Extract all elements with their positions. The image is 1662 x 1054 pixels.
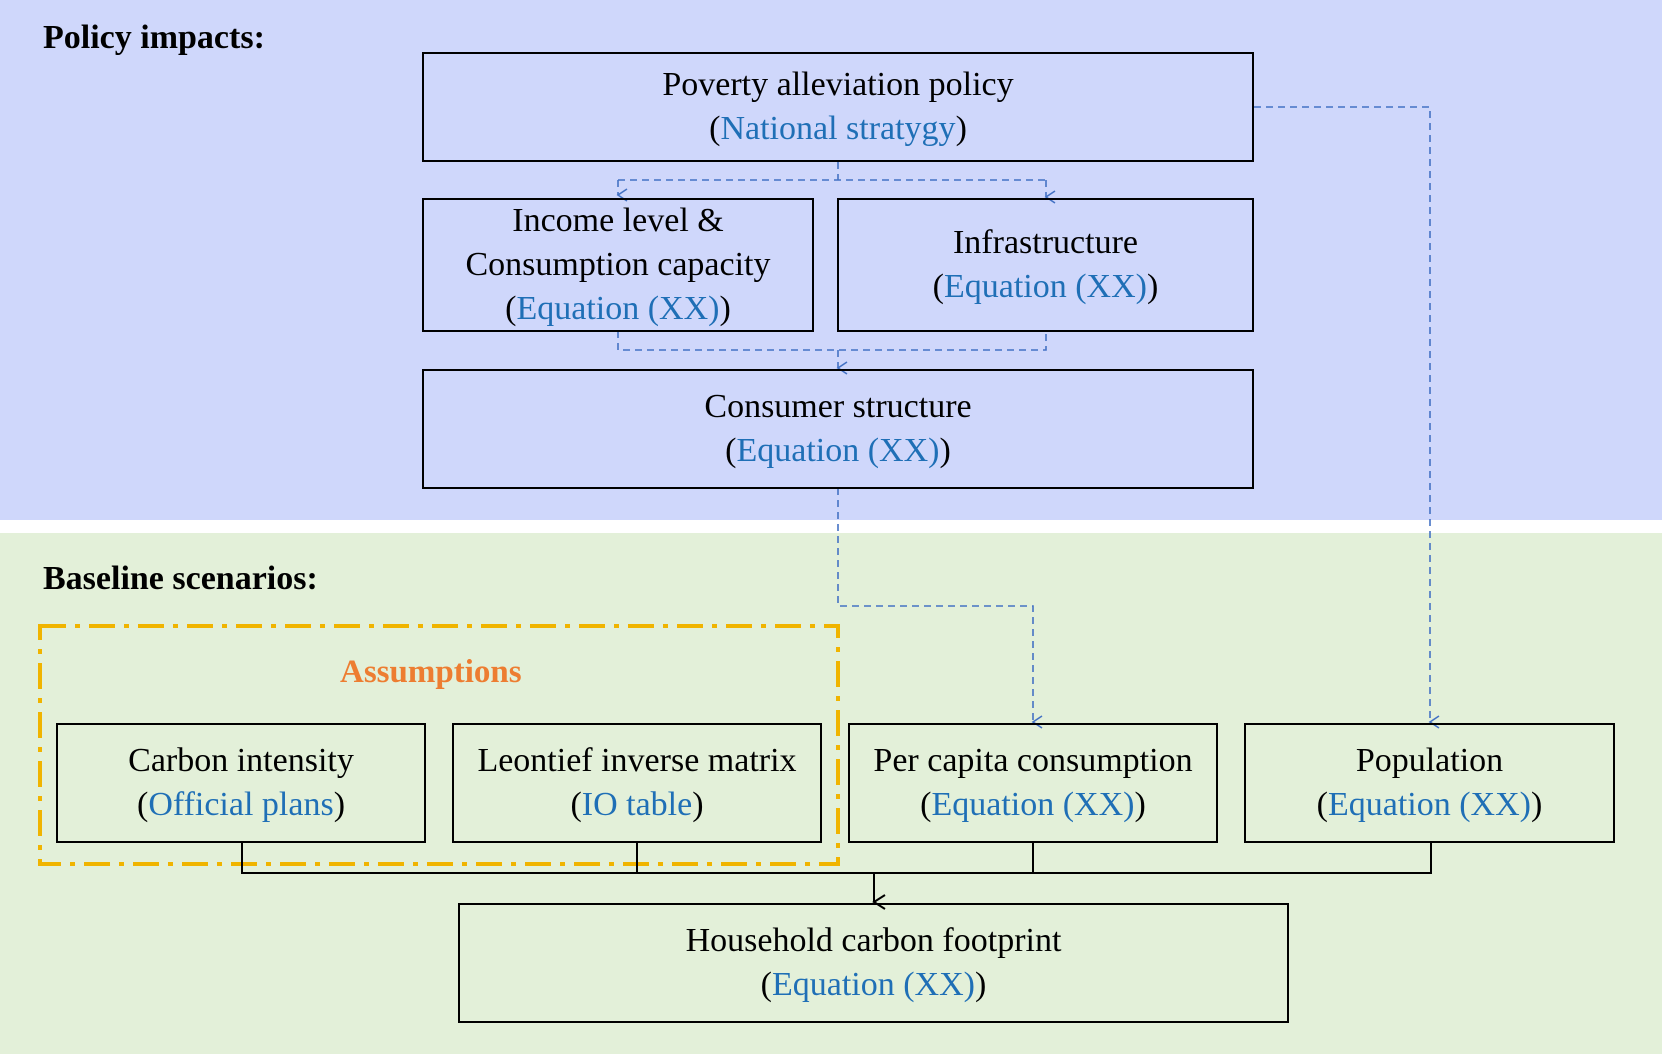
node-population: Population (Equation (XX)) xyxy=(1244,723,1615,843)
node-poverty-alleviation-policy: Poverty alleviation policy (National str… xyxy=(422,52,1254,162)
baseline-scenarios-title: Baseline scenarios: xyxy=(43,560,318,597)
node-source-text: National stratygy xyxy=(720,110,956,147)
node-source: (National stratygy) xyxy=(709,110,967,147)
node-source-text: IO table xyxy=(581,786,693,823)
node-source: (Equation (XX)) xyxy=(760,966,987,1003)
node-leontief-inverse-matrix: Leontief inverse matrix (IO table) xyxy=(452,723,822,843)
node-title: Carbon intensity xyxy=(128,742,354,779)
node-infrastructure: Infrastructure (Equation (XX)) xyxy=(837,198,1254,332)
node-source: (Official plans) xyxy=(136,786,346,823)
node-title: Per capita consumption xyxy=(873,742,1193,779)
node-source-text: Equation (XX) xyxy=(943,268,1147,305)
node-source: (IO table) xyxy=(570,786,704,823)
node-title: Leontief inverse matrix xyxy=(477,742,797,779)
node-consumer-structure: Consumer structure (Equation (XX)) xyxy=(422,369,1254,489)
node-title-line2: Consumption capacity xyxy=(465,246,771,283)
solid-merge-to-household-footprint xyxy=(241,842,1432,910)
node-title: Household carbon footprint xyxy=(685,922,1062,959)
node-source: (Equation (XX)) xyxy=(920,786,1146,823)
node-title: Infrastructure xyxy=(952,224,1138,261)
node-per-capita-consumption: Per capita consumption (Equation (XX)) xyxy=(848,723,1218,843)
node-title: Consumer structure xyxy=(704,388,972,425)
node-source: (Equation (XX)) xyxy=(1316,786,1543,823)
node-source-text: Equation (XX) xyxy=(771,966,975,1003)
node-source-text: Equation (XX) xyxy=(736,432,940,469)
node-title: Poverty alleviation policy xyxy=(662,66,1014,103)
node-source: (Equation (XX)) xyxy=(725,432,951,469)
assumptions-frame xyxy=(38,624,840,866)
dashed-arrow-consumer-to-per-capita xyxy=(837,488,1043,729)
node-source-text: Equation (XX) xyxy=(1327,786,1531,823)
node-income-consumption-capacity: Income level & Consumption capacity (Equ… xyxy=(422,198,814,332)
node-source: (Equation (XX)) xyxy=(505,290,731,327)
dashed-arrow-poverty-to-population xyxy=(1254,106,1440,729)
dashed-arrow-poverty-to-income-infrastructure xyxy=(616,162,1056,204)
baseline-scenarios-band xyxy=(0,533,1662,1054)
policy-impacts-title: Policy impacts: xyxy=(43,19,265,56)
dashed-arrow-income-infrastructure-to-consumer xyxy=(617,331,1047,375)
node-household-carbon-footprint: Household carbon footprint (Equation (XX… xyxy=(458,903,1289,1023)
node-source-text: Official plans xyxy=(148,786,334,823)
node-carbon-intensity: Carbon intensity (Official plans) xyxy=(56,723,426,843)
node-source: (Equation (XX)) xyxy=(932,268,1159,305)
node-title: Population xyxy=(1355,742,1504,779)
node-title-line1: Income level & xyxy=(512,202,724,239)
assumptions-label: Assumptions xyxy=(340,654,522,690)
node-source-text: Equation (XX) xyxy=(931,786,1135,823)
node-source-text: Equation (XX) xyxy=(516,290,720,327)
policy-impacts-band xyxy=(0,0,1662,520)
